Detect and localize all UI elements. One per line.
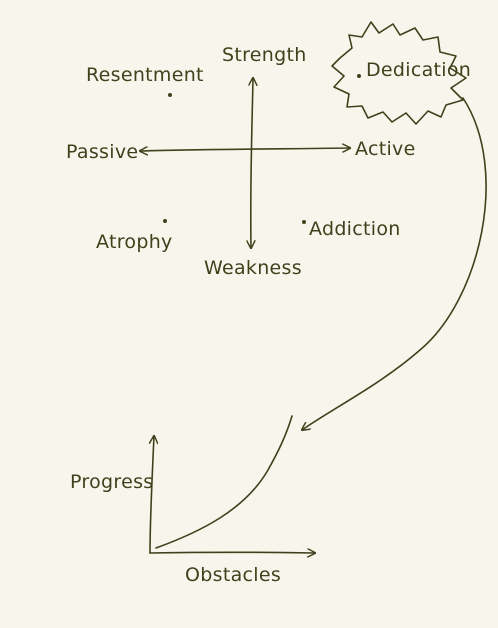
horizontal-axis-arrow	[140, 148, 350, 151]
addiction-dot	[302, 220, 306, 224]
obstacles-label: Obstacles	[185, 564, 282, 586]
dedication-to-graph-arrow	[302, 97, 487, 430]
resentment-label: Resentment	[86, 64, 204, 86]
obstacles-axis	[149, 552, 315, 553]
active-label: Active	[355, 138, 416, 160]
progress-axis	[150, 436, 154, 554]
vertical-axis-arrow	[251, 78, 253, 248]
dedication-label: Dedication	[366, 59, 472, 81]
strength-label: Strength	[222, 44, 307, 66]
resentment-dot	[168, 93, 172, 97]
dedication-dot	[357, 74, 361, 78]
dedication-burst	[331, 21, 467, 125]
atrophy-label: Atrophy	[96, 231, 173, 253]
addiction-label: Addiction	[309, 218, 401, 240]
progress-curve	[155, 415, 293, 549]
atrophy-dot	[163, 219, 167, 223]
progress-label: Progress	[70, 471, 154, 493]
weakness-label: Weakness	[204, 257, 302, 279]
passive-label: Passive	[66, 141, 139, 163]
